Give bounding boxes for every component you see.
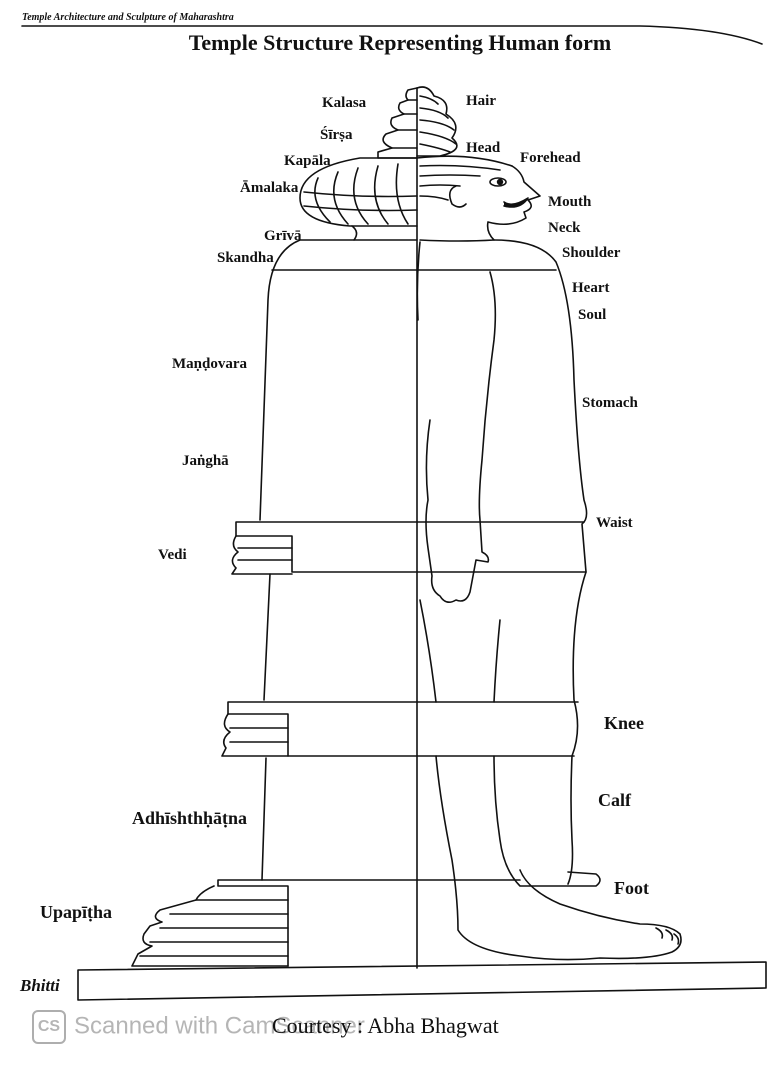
- label-adhishthatna: Adhīshthḥāṭna: [132, 808, 248, 828]
- page-title: Temple Structure Representing Human form: [188, 30, 612, 55]
- courtesy-line: Courtesy : Abha Bhagwat: [272, 1013, 499, 1038]
- ear: [448, 185, 467, 208]
- label-soul: Soul: [578, 307, 607, 323]
- knee-band: [221, 701, 418, 757]
- upapitha-base: [131, 879, 418, 967]
- scanner-watermark-text: Scanned with CamScanner: [74, 1012, 365, 1040]
- mandovara-outline: [259, 239, 355, 521]
- label-vedi: Vedi: [158, 547, 187, 563]
- human-half: [416, 86, 682, 961]
- header-rule: [21, 25, 763, 45]
- label-head: Head: [466, 140, 501, 156]
- label-calf: Calf: [598, 790, 631, 810]
- label-mandovara: Maṇḍovara: [172, 356, 247, 372]
- torso: [493, 239, 588, 885]
- label-amalaka: Āmalaka: [240, 180, 299, 196]
- label-shoulder: Shoulder: [562, 245, 621, 261]
- scanner-watermark: CS Scanned with CamScanner: [32, 1010, 365, 1044]
- label-kalasa: Kalasa: [322, 95, 367, 111]
- face-profile: [419, 165, 541, 242]
- moustache: [503, 197, 529, 208]
- running-head: Temple Architecture and Sculpture of Mah…: [22, 12, 234, 23]
- label-kapala: Kapāla: [284, 153, 331, 169]
- bhitti-base: [77, 961, 767, 1001]
- label-skandha: Skandha: [217, 250, 274, 266]
- eye: [489, 177, 507, 187]
- label-knee: Knee: [604, 713, 644, 733]
- label-jangha: Jaṅghā: [182, 453, 229, 469]
- vedi-band: [231, 521, 418, 575]
- label-heart: Heart: [572, 280, 610, 296]
- hair-bun: [416, 86, 458, 157]
- leg-back: [419, 599, 682, 961]
- label-upapitha: Upapīṭha: [40, 902, 113, 922]
- label-foot: Foot: [614, 878, 649, 898]
- label-bhitti: Bhitti: [20, 976, 60, 995]
- kalasa-shape: [377, 87, 418, 159]
- label-neck: Neck: [548, 220, 581, 236]
- label-stomach: Stomach: [582, 395, 638, 411]
- scanner-logo-icon: CS: [32, 1010, 66, 1044]
- griva-shape: [351, 225, 418, 241]
- leg-front: [493, 619, 601, 887]
- label-sirsa: Śīrṣa: [320, 127, 353, 143]
- label-mouth: Mouth: [548, 194, 592, 210]
- amalaka-shape: [299, 157, 418, 227]
- head-hair: [416, 155, 513, 201]
- label-griva: Grīvā: [264, 228, 302, 244]
- label-waist: Waist: [596, 515, 633, 531]
- back: [416, 241, 421, 321]
- label-hair: Hair: [466, 93, 496, 109]
- label-forehead: Forehead: [520, 150, 581, 166]
- arm: [425, 271, 497, 604]
- temple-half: [131, 87, 418, 967]
